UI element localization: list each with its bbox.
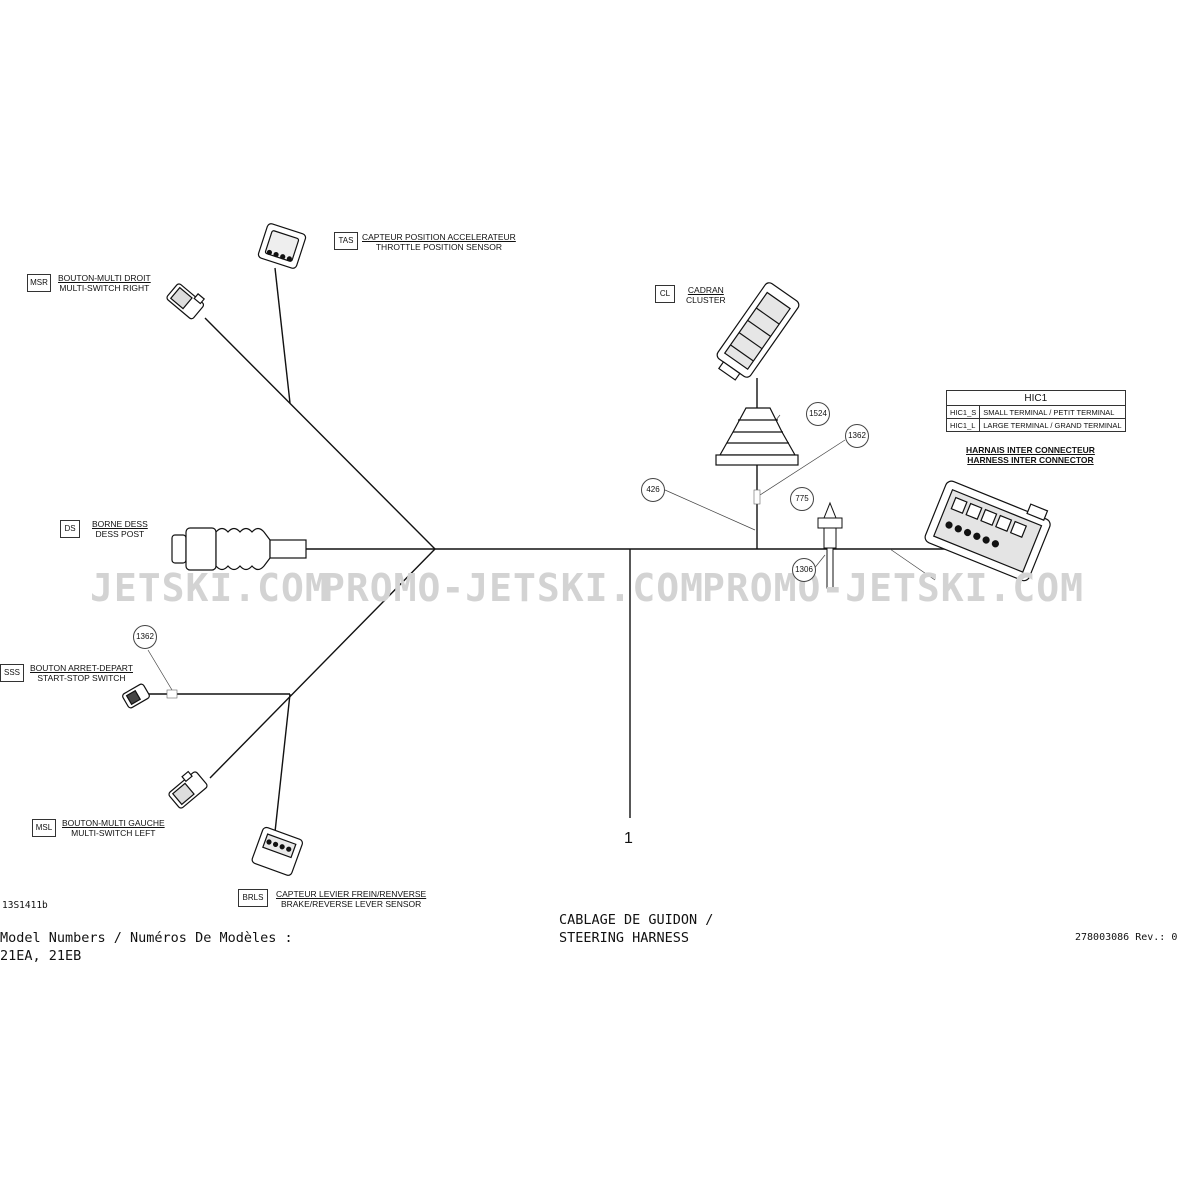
item-number: 1 <box>624 830 633 847</box>
hic1-table-title: HIC1 <box>946 390 1126 406</box>
callout-1306: 1306 <box>792 558 816 582</box>
brls-branch-wire <box>274 693 291 833</box>
callout-1362: 1362 <box>133 625 157 649</box>
callout-426: 426 <box>641 478 665 502</box>
table-cell: HIC1_S <box>945 405 981 419</box>
model-numbers: 21EA, 21EB <box>0 948 82 964</box>
sss-code-box: SSS <box>0 664 24 682</box>
drawing-id: 13S1411b <box>2 900 48 911</box>
hic-connector-icon <box>924 480 1051 582</box>
callout-1524: 1524 <box>806 402 830 426</box>
callout-1362: 1362 <box>845 424 869 448</box>
table-cell: LARGE TERMINAL / GRAND TERMINAL <box>979 418 1126 432</box>
callout-775: 775 <box>790 487 814 511</box>
dess-post-icon <box>171 527 307 571</box>
watermark-text: PROMO-JETSKI.COM <box>322 566 705 610</box>
brls-code-box: BRLS <box>238 889 268 907</box>
title-french: CABLAGE DE GUIDON / <box>559 912 714 928</box>
ds-code-box: DS <box>60 520 80 538</box>
brls-connector-icon <box>251 826 303 876</box>
cluster-connector-icon <box>716 282 800 381</box>
msr-connector-icon <box>166 283 206 320</box>
model-numbers-label: Model Numbers / Numéros De Modèles : <box>0 930 293 946</box>
watermark-text: PROMO-JETSKI.COM <box>702 566 1085 610</box>
table-row: HIC1_S SMALL TERMINAL / PETIT TERMINAL <box>945 405 1126 419</box>
title-english: STEERING HARNESS <box>559 930 690 946</box>
tas-code-box: TAS <box>334 232 358 250</box>
cluster-boot-icon <box>715 407 799 466</box>
msl-connector-icon <box>168 770 208 809</box>
hic1-terminal-table: HIC1 HIC1_S SMALL TERMINAL / PETIT TERMI… <box>945 390 1126 432</box>
sss-connector-icon <box>122 683 150 709</box>
msr-branch-wire <box>204 317 436 550</box>
table-cell: HIC1_L <box>945 418 981 432</box>
tas-branch-wire <box>274 267 291 404</box>
part-number-revision: 278003086 Rev.: 0 <box>1075 932 1178 943</box>
lower-branch-wire <box>209 548 436 779</box>
msl-code-box: MSL <box>32 819 56 837</box>
table-row: HIC1_L LARGE TERMINAL / GRAND TERMINAL <box>945 418 1126 432</box>
watermark-text: JETSKI.COM <box>90 566 329 610</box>
msr-code-box: MSR <box>27 274 51 292</box>
table-cell: SMALL TERMINAL / PETIT TERMINAL <box>979 405 1126 419</box>
sensor-775-icon <box>817 501 843 589</box>
cl-code-box: CL <box>655 285 675 303</box>
tas-connector-icon <box>257 223 307 269</box>
